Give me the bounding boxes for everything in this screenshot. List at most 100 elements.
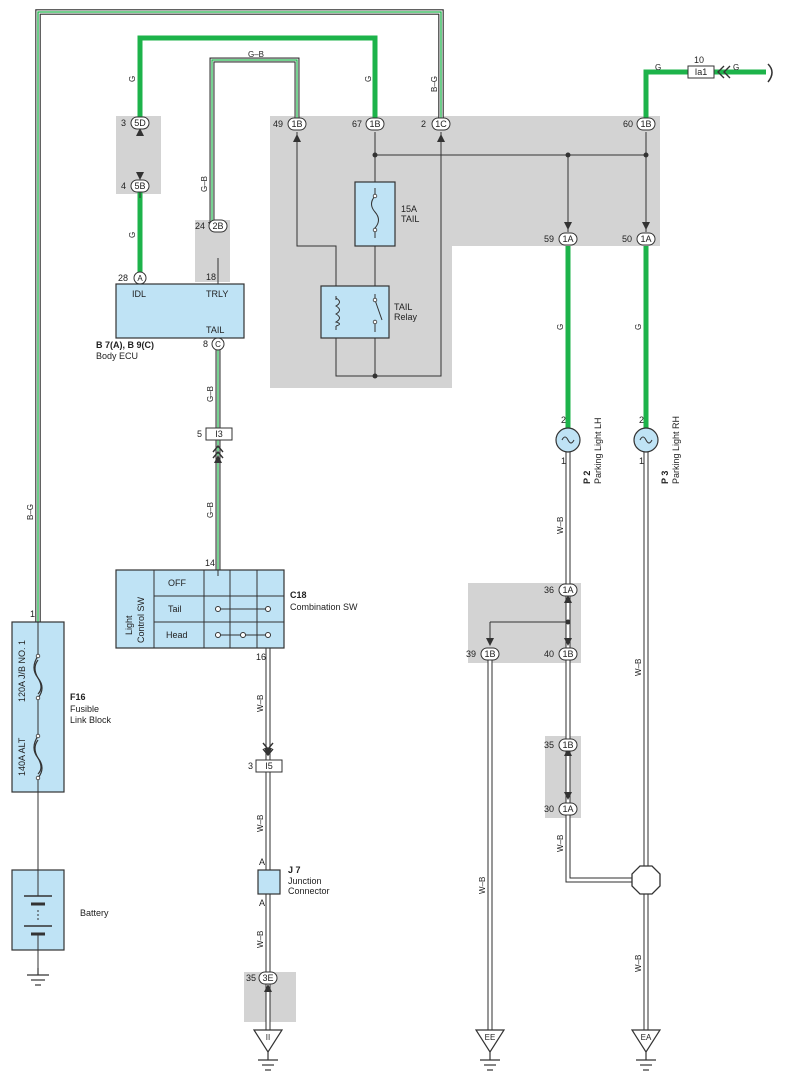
pill-1b-60 [636, 117, 656, 131]
lbl-gb-4: G–B [206, 502, 215, 518]
lh-name: Parking Light LH [593, 417, 603, 484]
j7-pin-a1: A [259, 857, 265, 867]
pill-5b-label: 5B [134, 181, 145, 191]
sw-off: OFF [168, 578, 186, 588]
tail-relay: TAIL Relay [320, 285, 418, 339]
pin-2-1c: 2 [421, 119, 426, 129]
pin-10: 10 [694, 55, 704, 65]
pin-40: 40 [544, 649, 554, 659]
fuse1-label: 120A J/B NO. 1 [17, 640, 27, 702]
pin-67: 67 [352, 119, 362, 129]
chevrons [212, 65, 731, 757]
grounds [27, 968, 662, 1071]
pill-1a-36-label: 1A [562, 585, 573, 595]
pin-1-fl: 1 [30, 609, 35, 619]
connector-pills: 5D 5B 2B 1B 1B 1C 1B 1A 1A 1A 1B 1B 1B 1… [130, 116, 656, 985]
pill-1b-40 [558, 647, 578, 661]
pin-5: 5 [197, 429, 202, 439]
pill-1a-59-label: 1A [562, 234, 573, 244]
pin-8: 8 [203, 339, 208, 349]
pin-16: 16 [256, 652, 266, 662]
fusible-link-block: 120A J/B NO. 1 140A ALT F16 Fusible Link… [11, 621, 112, 793]
pin-1-rh: 1 [639, 456, 644, 466]
pill-1b-67 [365, 117, 385, 131]
pin-28: 28 [118, 273, 128, 283]
pin-35-3e: 35 [246, 973, 256, 983]
sw-label2: Control SW [136, 596, 146, 643]
pill-1b-35 [558, 738, 578, 752]
pill-1c-label: 1C [435, 119, 447, 129]
lbl-wb-5: W–B [556, 835, 565, 852]
pill-1a-50-label: 1A [640, 234, 651, 244]
fusible-name2: Link Block [70, 715, 112, 725]
inline-connectors: I3 I5 Ia1 [205, 65, 715, 773]
pill-1a-36 [558, 583, 578, 597]
pill-2b [208, 219, 228, 233]
pin-49: 49 [273, 119, 283, 129]
connector-i5-label: I5 [265, 761, 273, 771]
lbl-g-3: G [128, 232, 137, 238]
ground-ee [474, 1029, 506, 1071]
lbl-wb-1: W–B [256, 695, 265, 712]
gray-boxes [116, 116, 660, 1022]
pill-1a-30-label: 1A [562, 804, 573, 814]
lbl-g-6: G [556, 324, 565, 330]
lbl-g-7: G [634, 324, 643, 330]
connector-ia1-label: Ia1 [695, 67, 708, 77]
lbl-wb-8: W–B [634, 955, 643, 972]
rh-code: P 3 [660, 471, 670, 484]
parking-light-rh: P 3 Parking Light RH [633, 416, 681, 484]
pill-1b-40-label: 1B [562, 649, 573, 659]
ground-battery [27, 968, 49, 986]
ecu-code: B 7(A), B 9(C) [96, 340, 154, 350]
connector-i3-label: I3 [215, 429, 223, 439]
pin-14: 14 [205, 558, 215, 568]
connector-i3 [205, 427, 233, 441]
pill-1b-39 [480, 647, 500, 661]
lbl-g-2: G [364, 76, 373, 82]
rh-name: Parking Light RH [671, 416, 681, 484]
ecu-trly-label: TRLY [206, 289, 228, 299]
ecu-name: Body ECU [96, 351, 138, 361]
j7-pin-a2: A [259, 898, 265, 908]
sw-name: Combination SW [290, 602, 358, 612]
pill-1b-67-label: 1B [369, 119, 380, 129]
pill-3e-label: 3E [262, 973, 273, 983]
fusible-code: F16 [70, 692, 86, 702]
pill-1c [431, 117, 451, 131]
pin-numbers: 3 4 24 28 18 8 5 14 16 3 1 49 67 2 60 10… [30, 55, 704, 983]
j7-name1: Junction [288, 876, 322, 886]
pin-1-lh: 1 [561, 456, 566, 466]
pill-1a-50 [636, 232, 656, 246]
pin-36: 36 [544, 585, 554, 595]
combination-switch: OFF Tail Head Light Control SW C18 Combi… [115, 569, 358, 649]
lbl-wb-2: W–B [256, 815, 265, 832]
pin-3: 3 [121, 118, 126, 128]
body-ecu: IDL TRLY TAIL B 7(A), B 9(C) Body ECU [96, 283, 245, 361]
lbl-g-1: G [128, 76, 137, 82]
wires-wb [265, 450, 649, 1030]
lbl-bg-2: B–G [26, 504, 35, 520]
pin-35: 35 [544, 740, 554, 750]
ground-ii-label: II [266, 1033, 270, 1042]
sw-code: C18 [290, 590, 307, 600]
pill-1b-49 [287, 117, 307, 131]
sw-label1: Light [124, 615, 134, 635]
relay-line1: TAIL [394, 302, 412, 312]
ground-ii [252, 1029, 284, 1071]
pin-50: 50 [622, 234, 632, 244]
lbl-gb-2: G–B [200, 176, 209, 192]
pin-2-lh: 2 [561, 415, 566, 425]
pin-18: 18 [206, 272, 216, 282]
lbl-wb-4: W–B [556, 517, 565, 534]
fuse2-label: 140A ALT [17, 737, 27, 776]
ground-ea [630, 1029, 662, 1071]
battery-name: Battery [80, 908, 109, 918]
wire-end-curve [767, 63, 773, 83]
connector-c-label: C [215, 340, 221, 349]
pill-1a-59 [558, 232, 578, 246]
fuse-rating: 15A [401, 204, 417, 214]
fusible-name1: Fusible [70, 704, 99, 714]
pin-60: 60 [623, 119, 633, 129]
